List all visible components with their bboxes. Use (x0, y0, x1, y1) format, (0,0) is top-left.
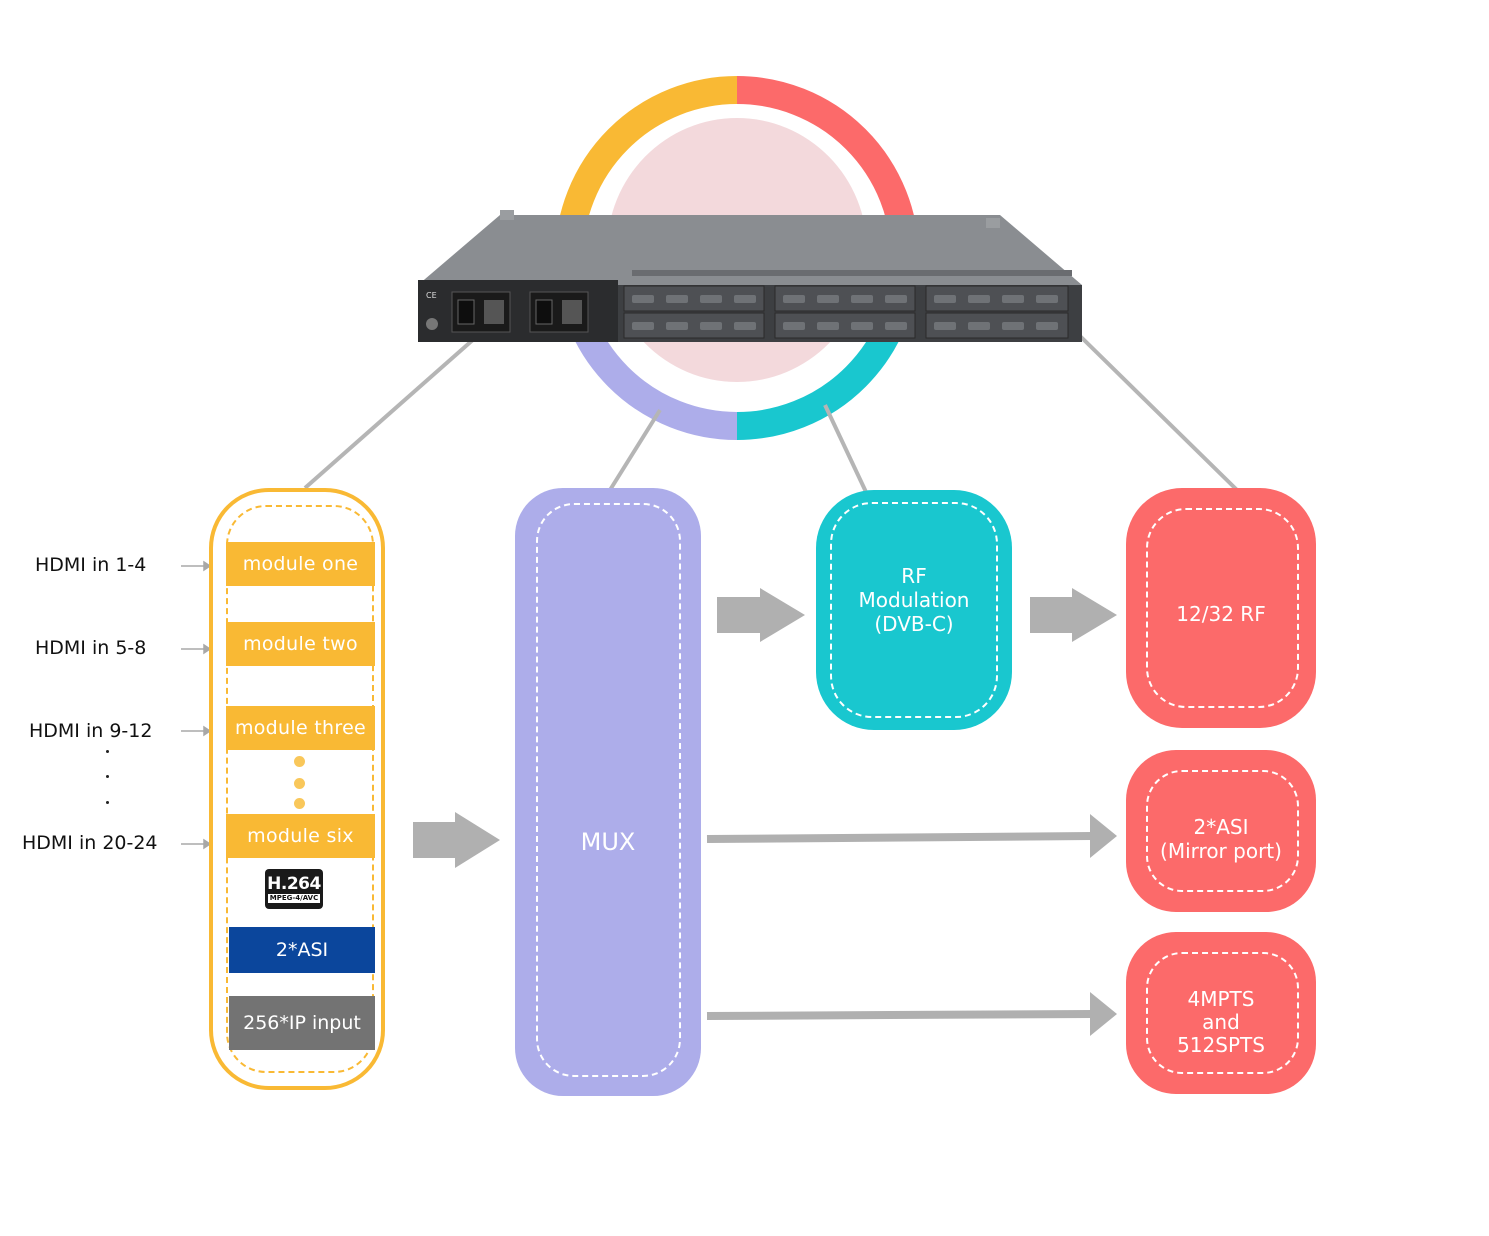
module-ellipsis-dot (294, 798, 305, 809)
ip-output-line3: 512SPTS (1177, 1032, 1265, 1057)
ip-input-block: 256*IP input (229, 996, 375, 1050)
rf-modulation-line2: Modulation (858, 588, 970, 612)
rf-modulation-label: RF Modulation (DVB-C) (816, 560, 1012, 640)
input-label: HDMI in 20-24 (22, 832, 158, 854)
input-label: HDMI in 9-12 (29, 720, 153, 742)
module-three: module three (226, 706, 375, 750)
arrow-to-mux (413, 812, 500, 868)
input-label: HDMI in 1-4 (35, 554, 147, 576)
asi-output-label: 2*ASI (Mirror port) (1126, 812, 1316, 866)
module-ellipsis-dot (294, 756, 305, 767)
rf-modulation-line1: RF (901, 564, 927, 588)
h264-codec-logo: H.264 MPEG-4/AVC (265, 869, 323, 909)
input-label: HDMI in 5-8 (35, 637, 147, 659)
mux-block-inner (536, 503, 681, 1077)
asi-output-block-inner (1146, 770, 1299, 892)
arrow-head-asi (1090, 814, 1117, 858)
arrow-to-modulation (717, 588, 805, 642)
arrow-to-rf-output (1030, 588, 1117, 642)
connector-output (1078, 334, 1239, 492)
connector-modulation (823, 404, 868, 493)
ip-output-block-inner (1146, 952, 1299, 1074)
asi-output-line1: 2*ASI (1193, 815, 1249, 839)
rf-modulation-block-inner (830, 502, 998, 718)
codec-sub: MPEG-4/AVC (267, 893, 321, 903)
mux-label: MUX (580, 828, 636, 856)
codec-main: H.264 (267, 873, 321, 894)
rf-output-label: 12/32 RF (1176, 602, 1266, 626)
ip-output-line1: 4MPTS (1187, 986, 1255, 1011)
input-module-group (209, 488, 385, 1090)
asi-output-line2: (Mirror port) (1160, 839, 1282, 863)
asi-input-block: 2*ASI (229, 927, 375, 973)
module-ellipsis-dot (294, 778, 305, 789)
ip-output-label: 4MPTS and 512SPTS (1126, 986, 1316, 1058)
ellipsis-dot (106, 750, 109, 753)
connector-mux (608, 408, 662, 492)
svg-text:CE: CE (426, 291, 437, 300)
arrow-head-ip (1090, 992, 1117, 1036)
arrow-line-asi (706, 832, 1093, 843)
arrow-line-ip (706, 1010, 1093, 1020)
device-chassis: CE (418, 210, 1082, 342)
rf-output-block-inner (1146, 508, 1299, 708)
module-six: module six (226, 814, 375, 858)
ip-output-line2: and (1202, 1009, 1240, 1034)
module-one: module one (226, 542, 375, 586)
mux-block (515, 488, 701, 1096)
input-module-group-inner (226, 505, 374, 1073)
module-two: module two (226, 622, 375, 666)
rf-modulation-line3: (DVB-C) (874, 612, 954, 636)
ellipsis-dot (106, 801, 109, 804)
ellipsis-dot (106, 775, 109, 778)
connector-input (303, 336, 477, 490)
